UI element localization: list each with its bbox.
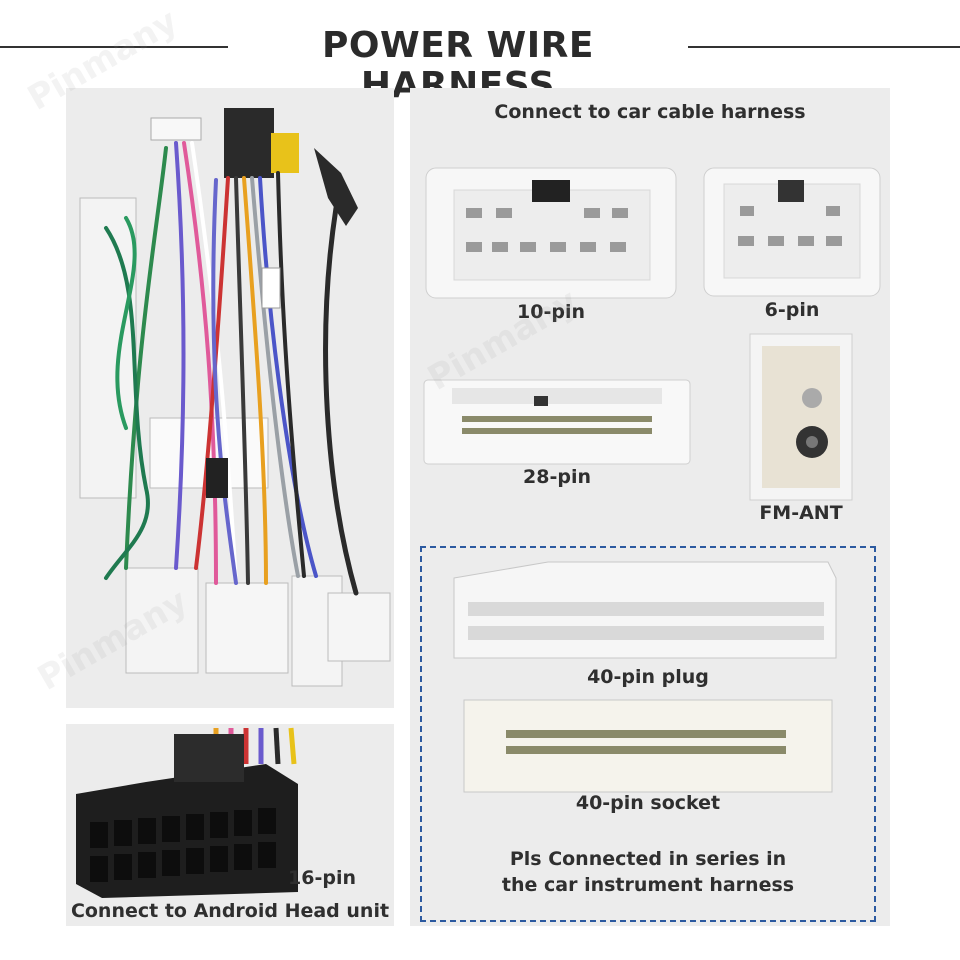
forty-pin-plug-illustration — [453, 561, 837, 659]
six-pin-connector-illustration — [703, 167, 881, 297]
title-rule-right — [688, 46, 960, 48]
sixteen-pin-label: 16-pin — [288, 867, 356, 889]
forty-pin-plug-label: 40-pin plug — [587, 666, 709, 688]
ten-pin-label: 10-pin — [517, 301, 585, 323]
title-row: POWER WIRE HARNESS — [0, 20, 960, 106]
instrument-note-line1: Pls Connected in series in — [509, 848, 787, 870]
wire-harness-panel — [66, 88, 394, 708]
car-harness-caption: Connect to car cable harness — [494, 101, 806, 123]
forty-pin-socket-label: 40-pin socket — [575, 792, 721, 814]
instrument-note-line2: the car instrument harness — [501, 874, 795, 896]
twenty-eight-pin-label: 28-pin — [523, 466, 591, 488]
instrument-harness-box: 40-pin plug 40-pin socket Pls Connected … — [420, 546, 876, 922]
six-pin-label: 6-pin — [764, 299, 820, 321]
fm-antenna-label: FM-ANT — [759, 502, 843, 524]
sixteen-pin-connector-illustration — [76, 727, 298, 898]
wire-harness-illustration — [79, 108, 391, 687]
twenty-eight-pin-connector-illustration — [423, 379, 691, 465]
fm-antenna-connector-illustration — [749, 333, 853, 501]
head-unit-caption: Connect to Android Head unit — [70, 900, 390, 922]
page-title: POWER WIRE HARNESS — [322, 25, 594, 106]
forty-pin-socket-illustration — [463, 699, 833, 793]
title-rule-left — [0, 46, 228, 48]
head-unit-connector-panel: 16-pin Connect to Android Head unit — [66, 724, 394, 926]
ten-pin-connector-illustration — [425, 167, 677, 299]
